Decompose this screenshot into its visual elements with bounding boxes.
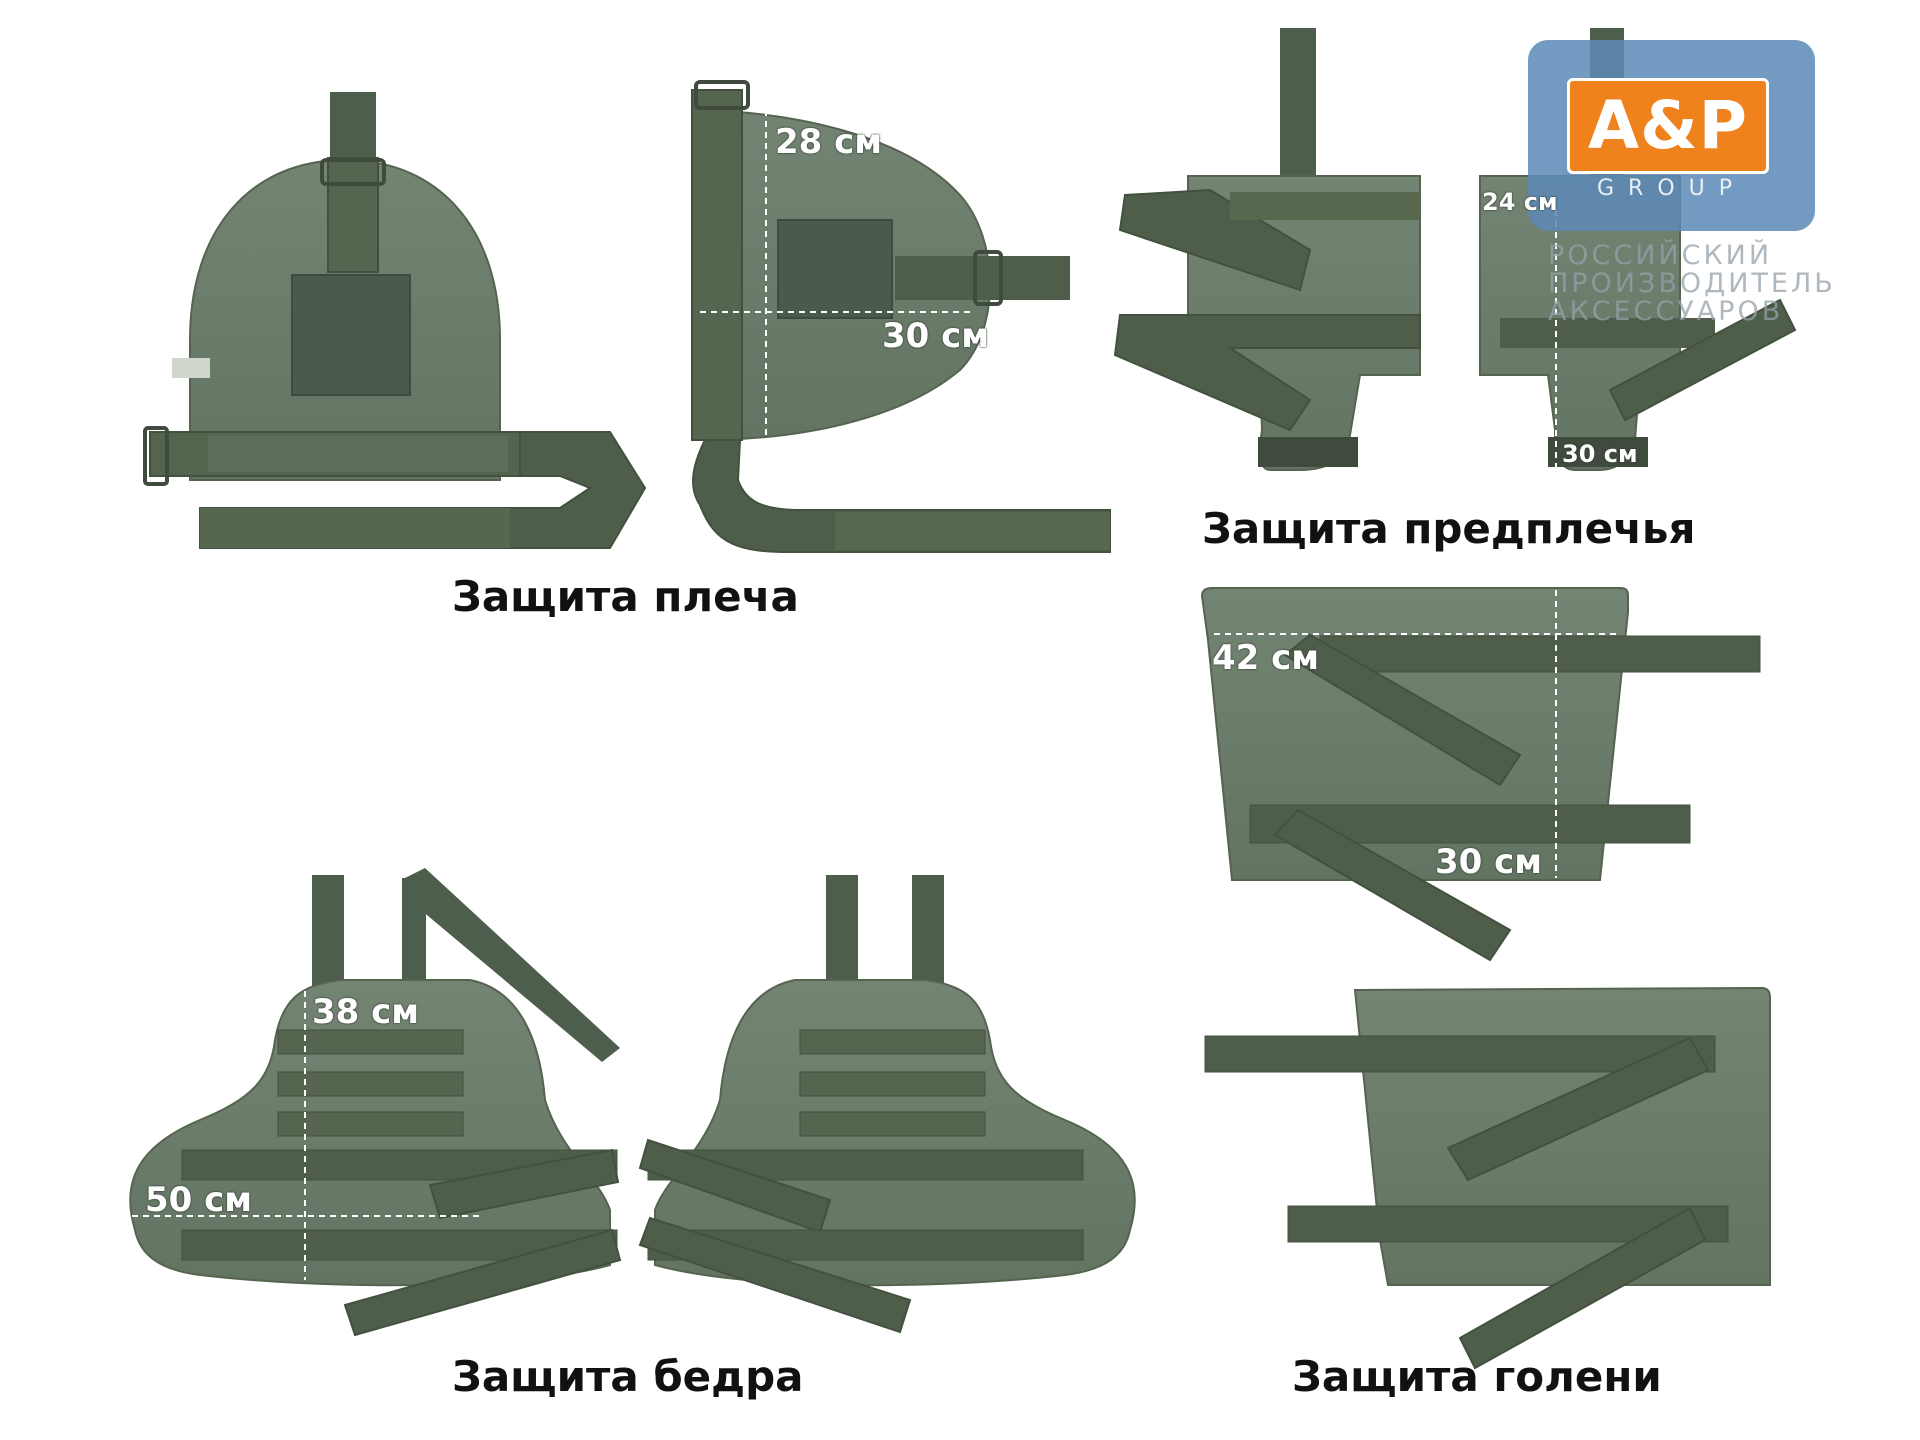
caption-shin: Защита голени <box>1292 1352 1662 1401</box>
dimension-shin-top-width: 42 см <box>1212 638 1320 678</box>
dimension-shoulder-width: 28 см <box>775 122 883 162</box>
brand-tagline-line-1: РОССИЙСКИЙ <box>1548 240 1773 271</box>
dimension-thigh-height: 38 см <box>312 992 420 1032</box>
caption-shoulder: Защита плеча <box>452 572 799 621</box>
brand-logo-group: GROUP <box>1596 176 1747 201</box>
dimension-shoulder-height: 30 см <box>882 316 990 356</box>
dimension-forearm-height: 30 см <box>1562 440 1638 468</box>
brand-tagline-line-3: АКСЕССУАРОВ <box>1548 296 1784 327</box>
shin-guard-bottom <box>1204 986 1771 1370</box>
forearm-guard-left <box>1113 28 1421 471</box>
shoulder-guard-front <box>143 92 647 549</box>
dimension-thigh-width: 50 см <box>145 1180 253 1220</box>
shoulder-guard-side <box>691 80 1111 553</box>
brand-tagline-line-2: ПРОИЗВОДИТЕЛЬ <box>1548 268 1836 299</box>
brand-logo-text: A&P <box>1587 87 1748 164</box>
caption-forearm: Защита предплечья <box>1202 504 1696 553</box>
caption-thigh: Защита бедра <box>452 1352 804 1401</box>
thigh-guard-left <box>129 868 622 1337</box>
dimension-forearm-width: 24 см <box>1482 188 1558 216</box>
brand-logo-tile <box>1567 78 1769 174</box>
dimension-shin-height: 30 см <box>1435 842 1543 882</box>
thigh-guard-right <box>638 875 1136 1334</box>
shin-guard-top <box>1200 587 1761 962</box>
